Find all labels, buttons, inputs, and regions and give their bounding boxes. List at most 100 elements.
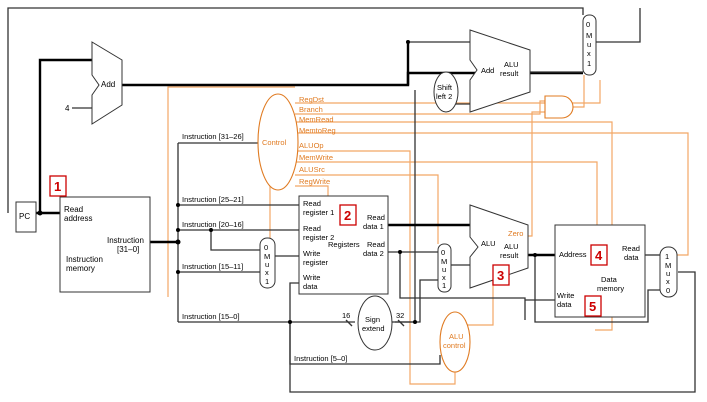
svg-text:32: 32: [396, 311, 404, 320]
svg-text:0: 0: [666, 286, 670, 295]
svg-text:Shift: Shift: [437, 83, 453, 92]
svg-text:Data: Data: [601, 275, 618, 284]
field-20-16: Instruction [20–16]: [182, 220, 244, 229]
svg-text:data: data: [557, 300, 572, 309]
mux-pc-source: 0 M u x 1: [582, 14, 597, 76]
svg-text:16: 16: [342, 311, 350, 320]
svg-text:5: 5: [589, 299, 596, 314]
control-wires: [167, 75, 689, 385]
svg-text:left 2: left 2: [436, 92, 452, 101]
main-alu: ALU Zero ALU result: [469, 204, 529, 289]
signal-branch: Branch: [299, 105, 323, 114]
svg-text:Address: Address: [559, 250, 587, 259]
svg-text:x: x: [587, 49, 591, 58]
svg-text:Read: Read: [303, 199, 321, 208]
marker-2: 2: [339, 204, 357, 226]
marker-3: 3: [492, 264, 510, 286]
constant-four: 4: [65, 104, 70, 113]
control-unit: Control: [257, 93, 299, 191]
junction-dots: [37, 40, 537, 324]
svg-text:data: data: [624, 253, 639, 262]
mux-regdst: 0 M u x 1: [259, 237, 276, 289]
field-31-26: Instruction [31–26]: [182, 132, 244, 141]
svg-text:extend: extend: [362, 324, 385, 333]
field-5-0: Instruction [5–0]: [294, 354, 347, 363]
svg-text:Instruction: Instruction: [107, 236, 144, 245]
svg-text:Add: Add: [481, 66, 494, 75]
svg-text:memory: memory: [66, 264, 95, 273]
svg-text:0: 0: [441, 248, 445, 257]
branch-and-gate: [544, 95, 574, 119]
svg-text:Read: Read: [303, 224, 321, 233]
field-15-0: Instruction [15–0]: [182, 312, 240, 321]
svg-text:ALU: ALU: [449, 332, 464, 341]
pc-register: PC: [15, 201, 37, 233]
data-wires: [7, 7, 696, 393]
svg-text:0: 0: [264, 243, 268, 252]
svg-text:Instruction: Instruction: [66, 255, 103, 264]
svg-text:register 2: register 2: [303, 233, 334, 242]
svg-text:Add: Add: [101, 80, 115, 89]
svg-text:0: 0: [586, 20, 590, 29]
mux-memtoreg: 1 M u x 0: [659, 246, 678, 298]
svg-text:x: x: [666, 277, 670, 286]
svg-text:M: M: [441, 257, 447, 266]
svg-text:PC: PC: [19, 212, 30, 221]
svg-text:ALU: ALU: [504, 242, 519, 251]
svg-text:1: 1: [442, 281, 446, 290]
svg-text:Zero: Zero: [508, 229, 523, 238]
svg-text:result: result: [500, 251, 519, 260]
svg-text:Control: Control: [262, 138, 287, 147]
signal-alusrc: ALUSrc: [299, 165, 325, 174]
svg-text:Write: Write: [303, 273, 320, 282]
svg-text:4: 4: [595, 248, 603, 263]
marker-1: 1: [49, 175, 67, 197]
svg-text:1: 1: [265, 277, 269, 286]
svg-text:[31–0]: [31–0]: [117, 245, 139, 254]
svg-text:Read: Read: [622, 244, 640, 253]
svg-text:1: 1: [587, 59, 591, 68]
branch-adder: Add ALU result: [469, 29, 531, 113]
svg-text:ALU: ALU: [504, 60, 519, 69]
field-25-21: Instruction [25–21]: [182, 195, 244, 204]
shift-left-2: Shift left 2: [433, 71, 459, 113]
instruction-memory: Read address Instruction memory Instruct…: [59, 196, 151, 293]
svg-text:M: M: [264, 252, 270, 261]
marker-4: 4: [590, 244, 608, 266]
svg-text:u: u: [442, 265, 446, 274]
svg-text:Read: Read: [64, 205, 83, 214]
signal-regdst: RegDst: [299, 95, 325, 104]
svg-text:x: x: [442, 273, 446, 282]
svg-text:control: control: [443, 341, 466, 350]
field-15-11: Instruction [15–11]: [182, 262, 243, 271]
marker-5: 5: [584, 295, 602, 317]
alu-control: ALU control: [439, 311, 471, 373]
svg-text:x: x: [265, 268, 269, 277]
svg-text:u: u: [265, 260, 269, 269]
svg-text:Write: Write: [303, 249, 320, 258]
svg-text:Registers: Registers: [328, 240, 360, 249]
svg-text:Write: Write: [557, 291, 574, 300]
svg-text:register: register: [303, 258, 329, 267]
control-signal-labels: RegDst Branch MemRead MemtoReg ALUOp Mem…: [299, 95, 336, 186]
svg-text:Read: Read: [367, 240, 385, 249]
sign-extend: Sign extend 16 32: [342, 295, 405, 351]
signal-aluop: ALUOp: [299, 141, 324, 150]
svg-text:3: 3: [497, 268, 504, 283]
instruction-field-labels: Instruction [31–26] Instruction [25–21] …: [182, 132, 347, 363]
signal-regwrite: RegWrite: [299, 177, 330, 186]
signal-memtoreg: MemtoReg: [299, 126, 336, 135]
svg-text:u: u: [666, 269, 670, 278]
signal-memread: MemRead: [299, 115, 334, 124]
svg-text:u: u: [587, 40, 591, 49]
svg-text:Read: Read: [367, 213, 385, 222]
svg-text:data 2: data 2: [363, 249, 384, 258]
svg-text:data: data: [303, 282, 318, 291]
svg-text:1: 1: [54, 179, 61, 194]
svg-text:M: M: [665, 261, 671, 270]
mux-alusrc: 0 M u x 1: [437, 243, 452, 293]
svg-text:M: M: [586, 31, 592, 40]
svg-text:memory: memory: [597, 284, 624, 293]
svg-text:1: 1: [665, 252, 669, 261]
